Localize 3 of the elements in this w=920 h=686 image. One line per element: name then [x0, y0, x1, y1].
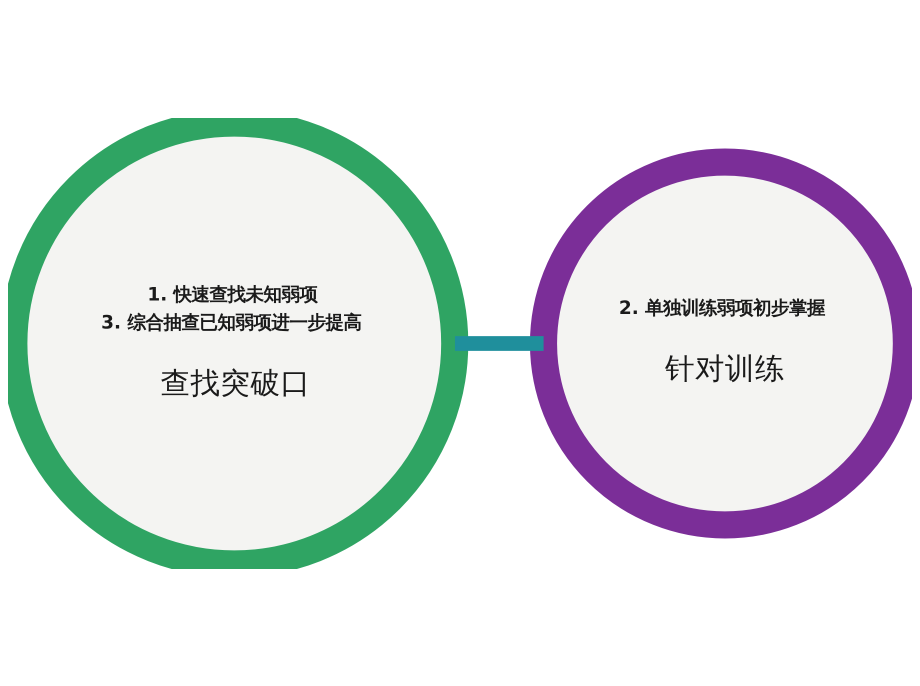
connector — [454, 336, 544, 350]
node-circle: 2. 单独训练弱项初步掌握 针对训练 — [530, 148, 912, 538]
node-circle: 1. 快速查找未知弱项 3. 综合抽查已知弱项进一步提高 查找突破口 — [8, 118, 468, 568]
